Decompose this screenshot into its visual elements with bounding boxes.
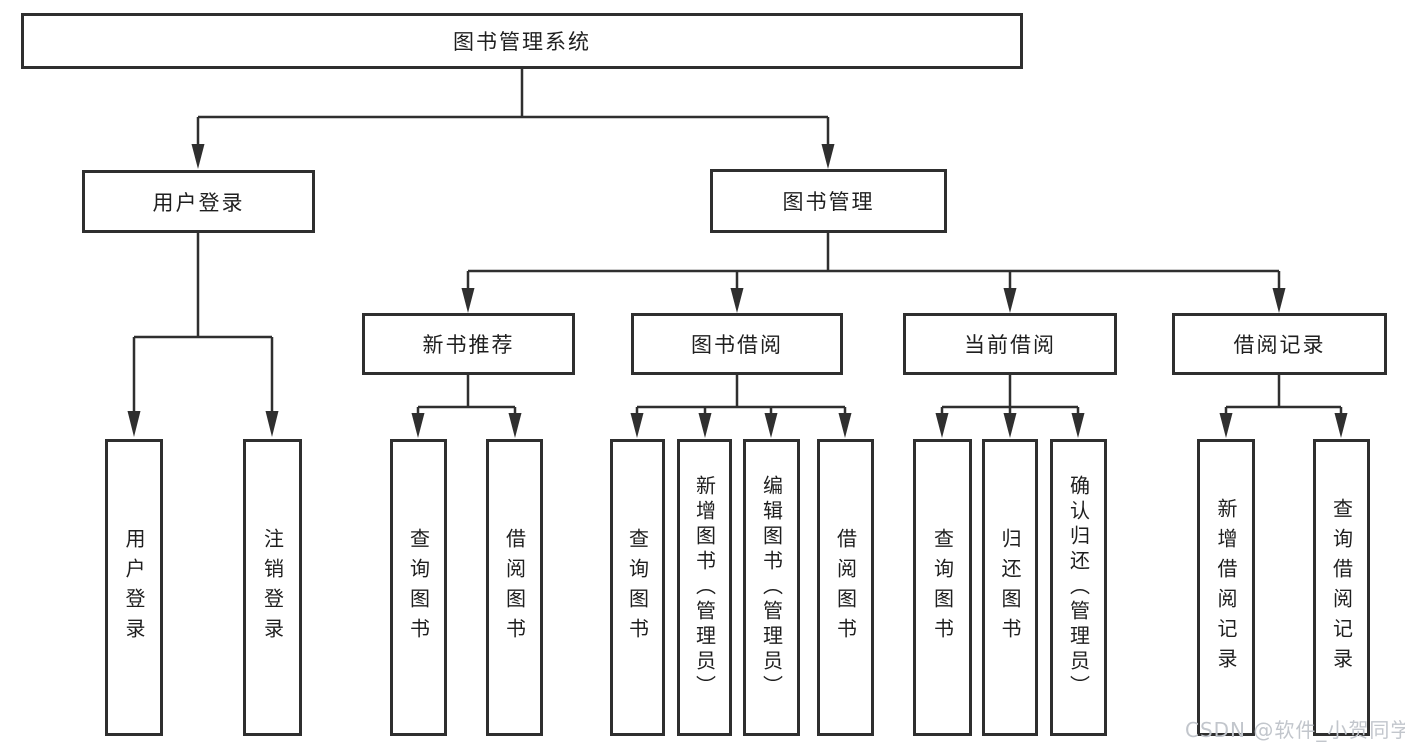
label-book-management: 图书管理 [782,190,875,214]
box-new-book-recommend: 新书推荐 [362,313,575,375]
label-leaf-query-book-1: 查询图书 [406,527,431,648]
label-new-book-recommend: 新书推荐 [422,333,515,357]
label-leaf-return-book: 归还图书 [998,527,1022,648]
label-leaf-confirm-return-admin: 确认归还（管理员） [1066,475,1091,700]
label-book-borrow: 图书借阅 [691,333,783,357]
label-leaf-add-borrow-record: 新增借阅记录 [1214,497,1238,678]
label-leaf-edit-book-admin: 编辑图书（管理员） [759,475,784,700]
label-leaf-borrow-book-2: 借阅图书 [833,527,858,648]
box-current-borrow: 当前借阅 [903,313,1117,375]
box-leaf-query-book-2: 查询图书 [610,439,665,736]
box-leaf-query-book-3: 查询图书 [913,439,972,736]
box-leaf-add-borrow-record: 新增借阅记录 [1197,439,1255,736]
label-current-borrow: 当前借阅 [964,333,1056,357]
box-borrow-record: 借阅记录 [1172,313,1387,375]
label-leaf-query-book-3: 查询图书 [930,527,955,648]
box-leaf-user-login: 用户登录 [105,439,163,736]
label-user-login: 用户登录 [152,190,245,215]
label-leaf-query-book-2: 查询图书 [625,527,650,648]
label-borrow-record: 借阅记录 [1233,333,1326,357]
box-leaf-borrow-book-1: 借阅图书 [486,439,543,736]
box-leaf-confirm-return-admin: 确认归还（管理员） [1050,439,1107,736]
label-root: 图书管理系统 [453,30,591,54]
box-leaf-add-book-admin: 新增图书（管理员） [677,439,732,736]
label-leaf-add-book-admin: 新增图书（管理员） [692,475,717,700]
label-leaf-logout: 注销登录 [260,527,285,648]
box-leaf-edit-book-admin: 编辑图书（管理员） [743,439,800,736]
box-book-management: 图书管理 [710,169,947,233]
box-user-login: 用户登录 [82,170,315,233]
box-root: 图书管理系统 [21,13,1023,69]
box-leaf-borrow-book-2: 借阅图书 [817,439,874,736]
label-leaf-query-borrow-record: 查询借阅记录 [1329,497,1354,678]
box-leaf-logout: 注销登录 [243,439,302,736]
watermark: CSDN @软件_小贺同学 [1185,718,1405,742]
box-leaf-query-borrow-record: 查询借阅记录 [1313,439,1370,736]
label-leaf-borrow-book-1: 借阅图书 [502,527,527,648]
box-book-borrow: 图书借阅 [631,313,843,375]
box-leaf-return-book: 归还图书 [982,439,1038,736]
label-leaf-user-login: 用户登录 [122,527,146,648]
arrowheads [127,144,1348,438]
box-leaf-query-book-1: 查询图书 [390,439,447,736]
